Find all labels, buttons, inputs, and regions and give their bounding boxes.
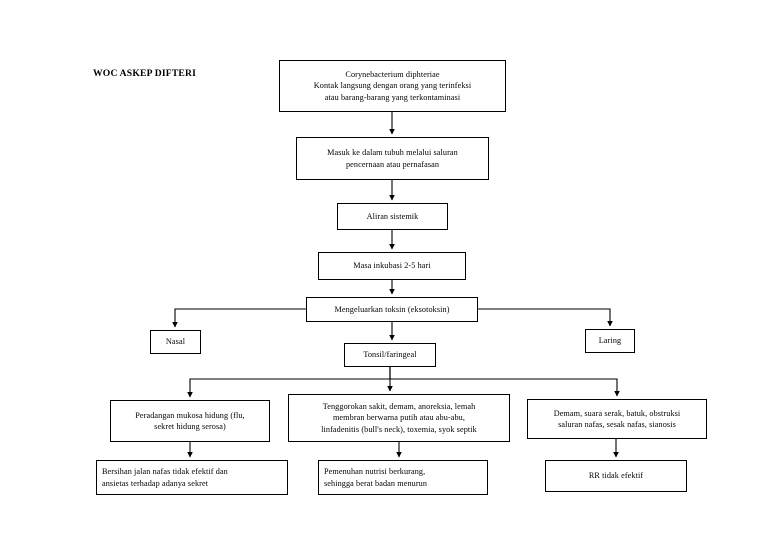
node-toxin-release: Mengeluarkan toksin (eksotoksin) — [306, 297, 478, 322]
node-outcome-nutrition-label: Pemenuhan nutrisi berkurang,sehingga ber… — [324, 467, 428, 488]
node-laring-label: Laring — [598, 336, 622, 346]
node-tonsil-pharyngeal: Tonsil/faringeal — [344, 343, 436, 367]
node-nasal: Nasal — [150, 330, 201, 354]
node-systemic-circulation: Aliran sistemik — [337, 203, 448, 230]
node-incubation-label: Masa inkubasi 2-5 hari — [353, 261, 431, 271]
node-outcome-respiratory-rate: RR tidak efektif — [545, 460, 687, 492]
edge-toxin-laring — [478, 308, 613, 327]
edge-tonsil-symptom-left — [187, 367, 391, 398]
node-nasal-label: Nasal — [165, 337, 186, 347]
node-outcome-nutrition: Pemenuhan nutrisi berkurang,sehingga ber… — [318, 460, 488, 495]
node-symptom-pharyngeal-label: Tenggorokan sakit, demam, anoreksia, lem… — [321, 402, 477, 434]
connector-group — [172, 112, 620, 458]
node-systemic-label: Aliran sistemik — [366, 211, 419, 221]
node-outcome-rr-label: RR tidak efektif — [588, 471, 644, 481]
node-laryngeal: Laring — [585, 329, 635, 353]
node-incubation-period: Masa inkubasi 2-5 hari — [318, 252, 466, 280]
node-symptom-pharyngeal: Tenggorokan sakit, demam, anoreksia, lem… — [288, 394, 510, 442]
page-title: WOC ASKEP DIFTERI — [93, 68, 197, 79]
node-symptom-nasal-label: Peradangan mukosa hidung (flu,sekret hid… — [135, 410, 245, 431]
node-toxin-label: Mengeluarkan toksin (eksotoksin) — [334, 304, 450, 314]
edge-toxin-nasal — [172, 308, 306, 328]
node-tonsil-label: Tonsil/faringeal — [363, 350, 417, 360]
node-symptom-nasal: Peradangan mukosa hidung (flu,sekret hid… — [110, 400, 270, 442]
edge-tonsil-symptom-right — [389, 367, 620, 397]
